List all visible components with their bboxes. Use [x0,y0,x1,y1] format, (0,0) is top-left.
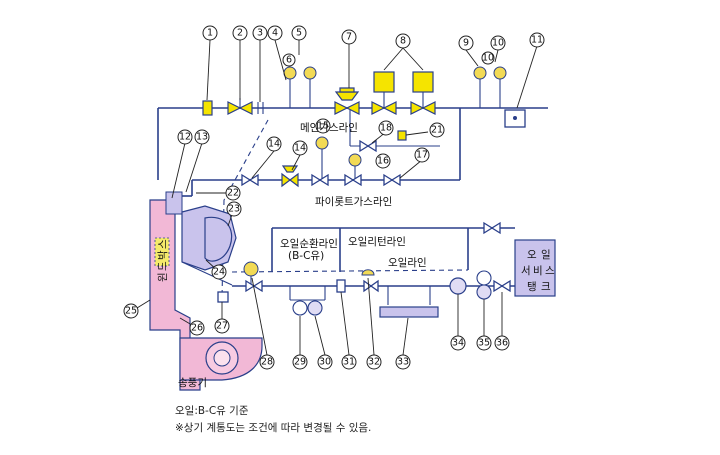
svg-text:7: 7 [346,32,352,43]
svg-text:27: 27 [216,321,228,332]
callout-36: 21 [429,122,445,138]
svg-text:32: 32 [368,357,380,368]
svg-text:13: 13 [196,132,208,143]
blower-label: 송풍기 [178,377,207,389]
svg-text:15: 15 [317,121,329,132]
svg-text:33: 33 [397,357,409,368]
svg-text:28: 28 [261,357,273,368]
svg-text:2: 2 [237,28,243,39]
oil-basis-note: 오일:B-C유 기준 [175,404,249,417]
svg-text:36: 36 [496,338,508,349]
disclaimer-note: ※상기 계통도는 조건에 따라 변경될 수 있음. [175,421,371,434]
svg-text:24: 24 [213,267,225,278]
svg-text:31: 31 [343,357,355,368]
blower [179,337,263,381]
svg-text:23: 23 [228,204,240,215]
callout-9: 17 [414,147,430,163]
svg-text:22: 22 [227,188,239,199]
callout-11: 14 [292,140,308,156]
callout-10a: 15 [315,118,331,134]
callout-24: 29 [292,354,308,370]
pilot-gas-line-label: 파이롯트가스라인 [315,196,392,208]
oil-components [217,221,556,318]
tank-char-3: 서 [521,265,531,277]
svg-text:박: 박 [157,250,169,260]
tank-char-4: 비 [533,265,543,277]
svg-text:30: 30 [319,357,331,368]
callout-15: 9 [458,35,474,51]
svg-text:스: 스 [157,239,169,249]
callout-8: 1 [202,25,218,41]
tank-char-2: 일 [541,248,551,261]
svg-text:11: 11 [531,35,543,46]
gas-components [202,66,526,188]
callout-13: 13 [194,129,210,145]
callout-6: 3 [252,25,268,41]
svg-text:5: 5 [296,28,302,39]
svg-text:4: 4 [272,28,278,39]
callout-29: 34 [450,335,466,351]
svg-text:12: 12 [179,132,191,143]
callout-3: 11 [529,32,545,48]
svg-text:21: 21 [431,125,443,136]
main-gas-line-label: 메인가스라인 [300,122,358,134]
callout-14a: 6 [282,53,296,67]
callout-34: 27 [214,318,230,334]
svg-text:6: 6 [286,55,292,66]
callout-17: 10 [490,35,506,51]
oil-return-line-label: 오일리턴라인 [348,235,406,248]
callout-25: 30 [317,354,333,370]
callout-4: 8 [395,33,411,49]
svg-text:1: 1 [207,28,213,39]
callout-7: 2 [232,25,248,41]
svg-text:26: 26 [191,323,203,334]
callout-18: 4 [267,25,283,41]
svg-text:35: 35 [478,338,490,349]
tank-char-1: 오 [527,249,537,261]
svg-text:3: 3 [257,28,263,39]
callout-30: 35 [476,335,492,351]
svg-text:10: 10 [492,38,504,49]
oil-circulation-sub-label: (B-C유) [288,250,324,262]
svg-text:29: 29 [294,357,306,368]
callout-10b: 16 [375,153,391,169]
callout-22: 24 [211,264,227,280]
callout-2: 25 [123,303,139,319]
callout-23: 28 [259,354,275,370]
svg-text:9: 9 [463,38,469,49]
wind-box-label: 윈 드 박 스 [156,239,169,282]
svg-text:18: 18 [380,123,392,134]
svg-text:드: 드 [157,261,169,271]
oil-line-label: 오일라인 [388,256,427,269]
callout-27: 32 [366,354,382,370]
svg-text:윈: 윈 [156,272,169,282]
callout-26: 31 [341,354,357,370]
callout-5: 7 [341,29,357,45]
callout-28: 33 [395,354,411,370]
callout-14b: 10 [481,51,495,65]
tank-char-7: 크 [541,281,551,293]
burner-head [181,205,237,286]
svg-text:8: 8 [400,36,406,47]
callout-1: 23 [226,201,242,217]
callout-21: 22 [225,185,241,201]
callout-16: 5 [291,25,307,41]
callout-12: 14 [266,136,282,152]
svg-text:16: 16 [377,156,389,167]
callout-35: 18 [378,120,394,136]
svg-text:14: 14 [268,139,280,150]
svg-text:10: 10 [482,53,494,64]
svg-text:34: 34 [452,338,464,349]
tank-char-6: 탱 [527,281,537,293]
leader-lines [136,39,538,356]
callout-33: 26 [189,320,205,336]
oil-circulation-line-label: 오일순환라인 [280,237,338,250]
callout-32: 12 [177,129,193,145]
svg-text:17: 17 [416,150,428,161]
callout-31: 36 [494,335,510,351]
tank-char-5: 스 [545,265,555,277]
svg-text:14: 14 [294,143,306,154]
svg-text:25: 25 [125,306,137,317]
